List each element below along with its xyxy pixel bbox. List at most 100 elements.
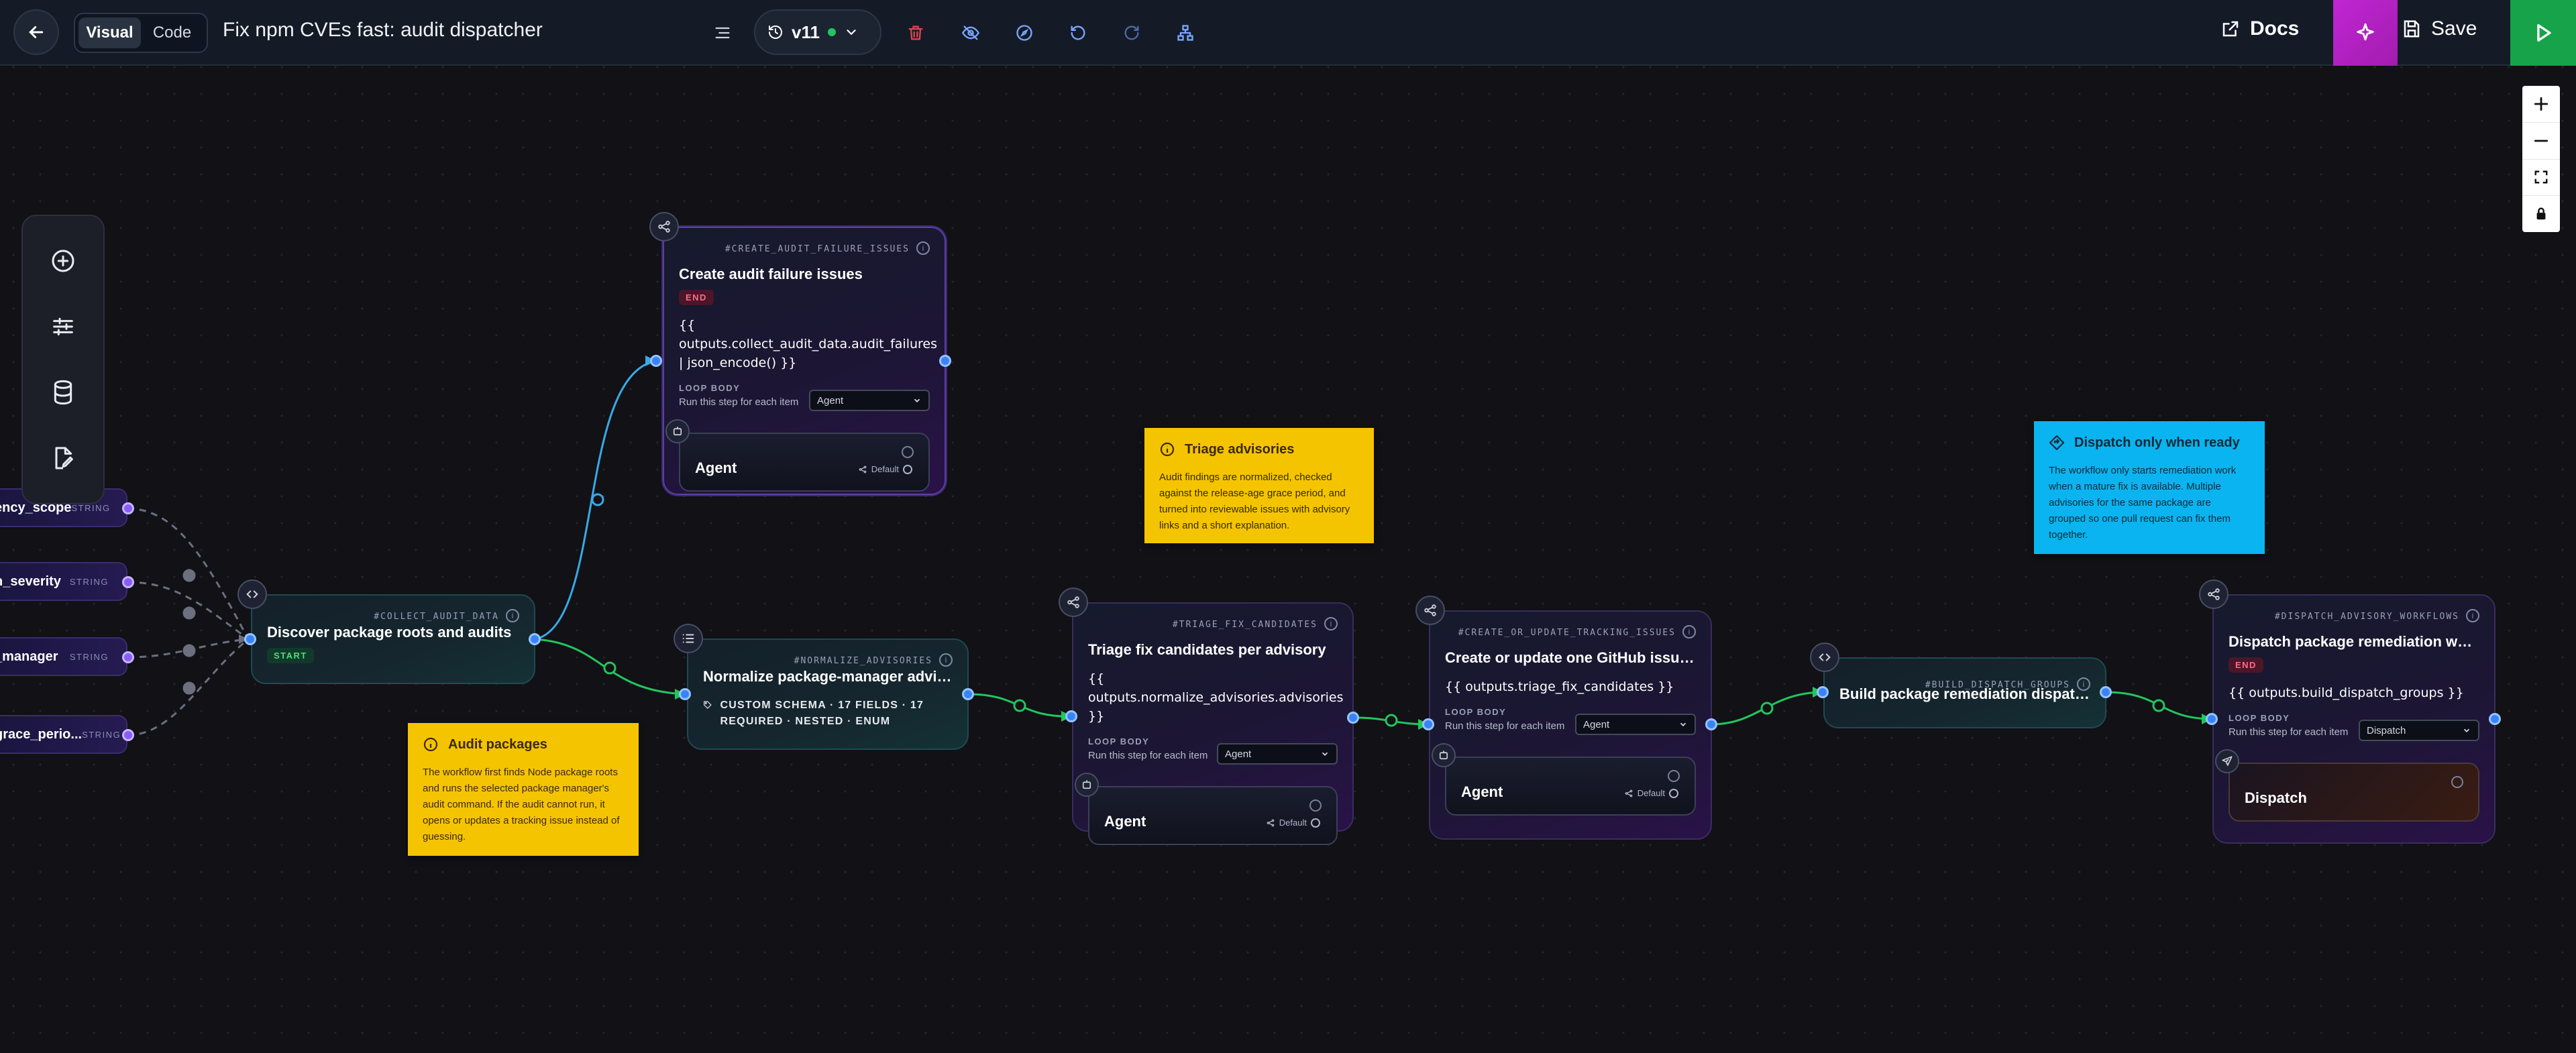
sub-step-agent[interactable]: Agent Default xyxy=(1075,773,1338,845)
step-type-select[interactable]: Agent xyxy=(809,390,930,411)
plus-circle-icon xyxy=(52,250,74,272)
node-input-handle[interactable] xyxy=(244,633,256,645)
node-output-handle[interactable] xyxy=(962,688,974,700)
zoom-in-button[interactable] xyxy=(2522,86,2560,123)
layout-button[interactable] xyxy=(1170,17,1201,48)
node-create-audit-failure-issues[interactable]: #CREATE_AUDIT_FAILURE_ISSUES i Create au… xyxy=(649,212,946,495)
node-input-handle[interactable] xyxy=(1065,710,1077,722)
node-input-handle[interactable] xyxy=(1817,686,1829,698)
lock-view-button[interactable] xyxy=(2522,196,2560,232)
sub-step-agent[interactable]: Agent Default xyxy=(665,419,930,492)
node-build-dispatch-groups[interactable]: #BUILD_DISPATCH_GROUPS i Build package r… xyxy=(1810,643,2106,728)
info-icon[interactable] xyxy=(2451,776,2463,788)
node-collect-audit-data[interactable]: #COLLECT_AUDIT_DATA i Discover package r… xyxy=(237,579,535,684)
tool-palette xyxy=(21,215,105,504)
delete-button[interactable] xyxy=(900,17,931,48)
input-handle[interactable] xyxy=(122,729,134,741)
schema-text: CUSTOM SCHEMA · 17 FIELDS · 17 REQUIRED … xyxy=(720,700,924,727)
sticky-note-audit[interactable]: Audit packages The workflow first finds … xyxy=(408,723,639,856)
info-icon[interactable]: i xyxy=(2077,677,2090,691)
info-icon[interactable] xyxy=(1669,788,1678,798)
input-handle[interactable] xyxy=(122,651,134,663)
input-type: STRING xyxy=(69,651,109,662)
node-title: Discover package roots and audits xyxy=(267,624,512,641)
save-button[interactable]: Save xyxy=(2402,17,2477,40)
hierarchy-icon xyxy=(1177,25,1193,41)
outline-button[interactable] xyxy=(707,17,738,48)
step-type-select[interactable]: Agent xyxy=(1575,714,1696,735)
info-icon[interactable] xyxy=(1311,818,1320,828)
fit-view-button[interactable] xyxy=(2522,160,2560,197)
redo-button[interactable] xyxy=(1116,17,1147,48)
navigate-button[interactable] xyxy=(1009,17,1040,48)
node-create-or-update-tracking-issues[interactable]: #CREATE_OR_UPDATE_TRACKING_ISSUES i Crea… xyxy=(1415,596,1712,840)
sticky-note-triage[interactable]: Triage advisories Audit findings are nor… xyxy=(1144,428,1374,543)
docs-link[interactable]: Docs xyxy=(2220,17,2299,40)
info-icon[interactable] xyxy=(902,446,914,458)
info-icon[interactable]: i xyxy=(1682,625,1696,639)
zoom-out-button[interactable] xyxy=(2522,123,2560,160)
chevron-down-icon xyxy=(1680,722,1686,726)
input-node[interactable]: n_severity STRING xyxy=(0,562,127,601)
mode-code-tab[interactable]: Code xyxy=(152,23,192,42)
data-button[interactable] xyxy=(42,371,85,414)
end-badge: END xyxy=(679,290,714,305)
node-input-handle[interactable] xyxy=(679,688,691,700)
info-icon[interactable]: i xyxy=(506,609,519,622)
node-output-handle[interactable] xyxy=(2100,686,2112,698)
sub-step-dispatch[interactable]: Dispatch xyxy=(2215,749,2479,822)
input-type: STRING xyxy=(69,576,109,587)
run-button[interactable] xyxy=(2510,0,2576,66)
info-icon[interactable] xyxy=(1668,770,1680,782)
node-id: #CREATE_AUDIT_FAILURE_ISSUES xyxy=(724,244,910,254)
loop-title: LOOP BODY xyxy=(1445,707,1507,717)
loop-title: LOOP BODY xyxy=(679,383,741,393)
edit-button[interactable] xyxy=(42,437,85,480)
database-icon xyxy=(54,380,72,405)
history-icon xyxy=(769,25,782,39)
workflow-title[interactable]: Fix npm CVEs fast: audit dispatcher xyxy=(223,19,543,41)
settings-button[interactable] xyxy=(42,305,85,348)
ai-assistant-button[interactable] xyxy=(2333,0,2398,66)
node-id: #BUILD_DISPATCH_GROUPS xyxy=(1925,680,2070,690)
info-icon[interactable]: i xyxy=(939,653,953,667)
info-icon[interactable]: i xyxy=(916,241,930,255)
info-icon[interactable]: i xyxy=(2466,609,2479,622)
node-output-handle[interactable] xyxy=(1705,718,1717,730)
info-icon[interactable] xyxy=(1309,799,1322,812)
node-output-handle[interactable] xyxy=(529,633,541,645)
info-icon[interactable] xyxy=(903,464,912,474)
input-node[interactable]: grace_perio... STRING xyxy=(0,715,127,754)
sub-step-agent[interactable]: Agent Default xyxy=(1432,743,1696,816)
add-node-button[interactable] xyxy=(42,239,85,282)
version-selector[interactable]: v11 xyxy=(754,9,881,55)
input-node[interactable]: _manager STRING xyxy=(0,637,127,676)
node-input-handle[interactable] xyxy=(650,355,662,367)
node-output-handle[interactable] xyxy=(1347,712,1359,724)
step-type-select[interactable]: Agent xyxy=(1217,743,1338,765)
node-input-handle[interactable] xyxy=(2206,713,2218,725)
loop-title: LOOP BODY xyxy=(1088,736,1150,746)
floppy-icon xyxy=(2404,20,2420,38)
node-triage-fix-candidates[interactable]: #TRIAGE_FIX_CANDIDATES i Triage fix cand… xyxy=(1059,588,1354,845)
step-type-select[interactable]: Dispatch xyxy=(2359,720,2479,741)
node-output-handle[interactable] xyxy=(2489,713,2501,725)
node-normalize-advisories[interactable]: #NORMALIZE_ADVISORIES i Normalize packag… xyxy=(674,624,969,750)
select-value: Dispatch xyxy=(2367,724,2406,736)
branch-icon xyxy=(1625,789,1633,797)
hide-button[interactable] xyxy=(955,17,986,48)
input-handle[interactable] xyxy=(122,502,134,514)
note-body: The workflow only starts remediation wor… xyxy=(2049,465,2237,541)
input-type: STRING xyxy=(71,502,111,513)
input-handle[interactable] xyxy=(122,576,134,588)
node-dispatch-advisory-workflows[interactable]: #DISPATCH_ADVISORY_WORKFLOWS i Dispatch … xyxy=(2199,579,2496,844)
mode-visual-tab[interactable]: Visual xyxy=(78,17,141,48)
sticky-note-dispatch[interactable]: Dispatch only when ready The workflow on… xyxy=(2034,421,2265,554)
info-icon[interactable]: i xyxy=(1324,617,1338,630)
node-input-handle[interactable] xyxy=(1422,718,1434,730)
node-output-handle[interactable] xyxy=(939,355,951,367)
branch-icon xyxy=(1267,819,1275,826)
back-button[interactable] xyxy=(13,9,59,55)
undo-button[interactable] xyxy=(1063,17,1093,48)
